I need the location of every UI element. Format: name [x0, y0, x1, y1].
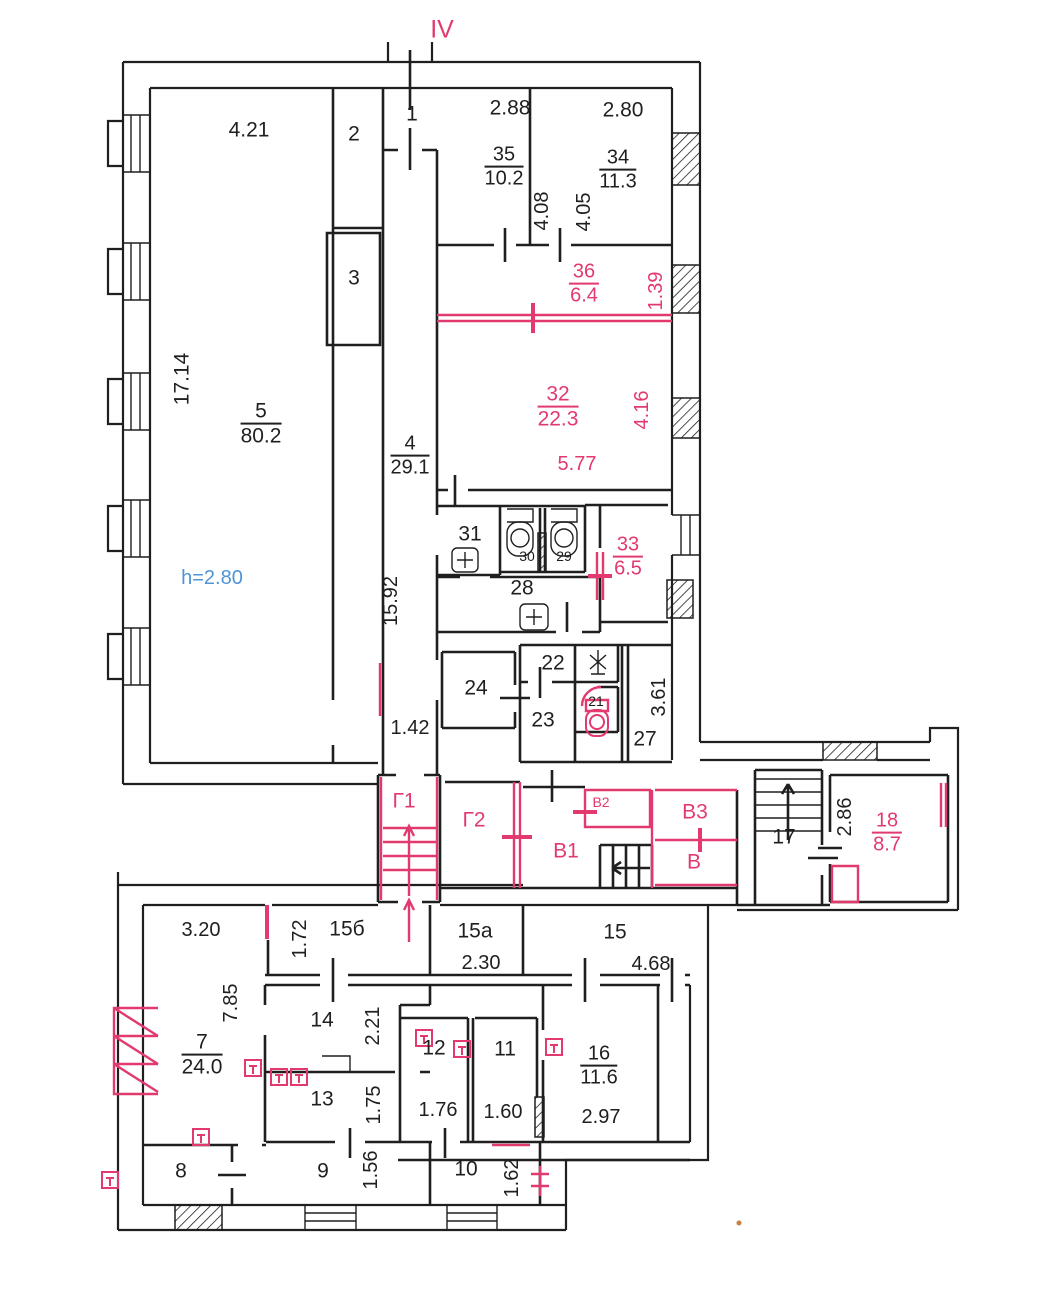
label-dim-3-20: 3.20	[181, 918, 221, 941]
label-dim-top-4-21: 4.21	[228, 118, 270, 142]
label-room-v3: В3	[682, 800, 708, 824]
label-room-15a: 15а	[457, 919, 493, 943]
label-note-height: h=2.80	[181, 566, 243, 589]
label-room-10: 10	[454, 1157, 478, 1181]
label-room-8: 8	[175, 1159, 187, 1183]
sink-icon	[519, 603, 549, 631]
label-room-28: 28	[510, 576, 534, 600]
label-dim-3-61: 3.61	[647, 677, 670, 717]
label-room-14: 14	[310, 1008, 334, 1032]
label-dim-4-16: 4.16	[630, 390, 653, 430]
label-dim-1-72: 1.72	[288, 919, 311, 959]
pink-toilet-icon	[585, 709, 609, 737]
label-room-g2: Г2	[462, 808, 486, 832]
label-dim-1-39: 1.39	[644, 271, 667, 311]
label-room-2: 2	[348, 122, 360, 146]
label-dim-1-60: 1.60	[483, 1100, 523, 1123]
label-dim-2-86: 2.86	[833, 797, 856, 837]
label-room-v2: В2	[592, 793, 610, 810]
label-room-12: 12	[422, 1036, 446, 1060]
label-room-11: 11	[494, 1037, 516, 1061]
heating-riser-icons	[101, 1029, 563, 1189]
toilet-icons	[451, 521, 578, 631]
label-dim-17-14: 17.14	[170, 352, 194, 406]
window-and-fixture-details	[123, 114, 822, 1230]
label-room-13: 13	[310, 1087, 334, 1111]
label-dim-2-97: 2.97	[581, 1105, 621, 1128]
label-dim-1-75: 1.75	[362, 1085, 385, 1125]
label-room-29: 29	[556, 547, 572, 564]
label-dim-4-08: 4.08	[530, 191, 553, 231]
label-room-15: 15	[603, 920, 627, 944]
label-dim-1-62: 1.62	[500, 1158, 523, 1198]
label-dim-1-56: 1.56	[359, 1150, 382, 1190]
label-dim-2-88: 2.88	[489, 96, 531, 120]
label-room-17: 17	[772, 825, 796, 849]
scan-speck	[736, 1220, 742, 1226]
label-dim-2-21: 2.21	[361, 1006, 384, 1046]
label-room-22: 22	[541, 651, 565, 675]
label-room-v1: В1	[553, 839, 579, 863]
label-dim-2-30: 2.30	[461, 951, 501, 974]
label-section-iv: IV	[430, 15, 454, 44]
label-room-v: В	[686, 850, 702, 874]
label-room-21: 21	[588, 692, 604, 709]
pink-door-ticks	[265, 303, 702, 939]
label-room-1: 1	[406, 102, 418, 126]
label-room-24: 24	[464, 676, 488, 700]
label-dim-4-05: 4.05	[572, 192, 595, 232]
label-dim-15-92: 15.92	[379, 575, 402, 627]
label-room-31: 31	[458, 522, 482, 546]
label-dim-1-42: 1.42	[390, 716, 430, 739]
label-room-3: 3	[348, 266, 360, 290]
label-room-23: 23	[531, 708, 555, 732]
sink-icon	[451, 547, 479, 573]
label-dim-7-85: 7.85	[219, 983, 242, 1023]
label-room-9: 9	[317, 1159, 329, 1183]
label-dim-2-80: 2.80	[602, 98, 644, 122]
label-room-30: 30	[519, 547, 535, 564]
label-dim-5-77: 5.77	[557, 452, 597, 475]
label-room-27: 27	[633, 727, 657, 751]
hatched-wall-blocks	[174, 132, 878, 1231]
label-dim-1-76: 1.76	[418, 1098, 458, 1121]
label-dim-4-68: 4.68	[631, 952, 671, 975]
label-room-15b: 15б	[329, 917, 365, 941]
interior-walls	[143, 50, 950, 1205]
label-room-g1: Г1	[392, 789, 416, 813]
